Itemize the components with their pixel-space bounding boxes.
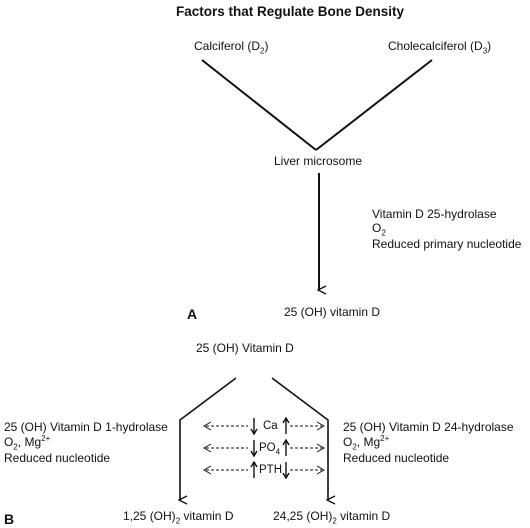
24-25-oh2-vitamin-d-label: 24,25 (OH)2 vitamin D — [273, 509, 391, 526]
liver-microsome-label: Liver microsome — [274, 154, 363, 168]
ca-right-arrowhead — [316, 421, 326, 431]
left-branch-arrow — [180, 377, 237, 500]
panel-b-label: B — [4, 511, 15, 527]
1-25-oh2-vitamin-d-label: 1,25 (OH)2 vitamin D — [123, 509, 234, 526]
cholecalciferol-connector — [315, 59, 433, 151]
left-reduced-nucleotide-label: Reduced nucleotide — [4, 451, 111, 465]
enzyme-25-hydrolase-label: Vitamin D 25-hydrolase — [372, 207, 497, 221]
right-branch-arrow — [271, 377, 328, 500]
regulator-ca-label: Ca — [263, 420, 278, 432]
pth-right-arrowhead — [316, 465, 326, 475]
regulator-pth-label: PTH — [259, 464, 282, 476]
regulator-arrows — [202, 421, 326, 475]
left-cofactors-label: O2, Mg2+ — [4, 434, 51, 452]
ca-left-arrowhead — [202, 421, 212, 431]
reduced-primary-nucleotide-label: Reduced primary nucleotide — [372, 237, 522, 251]
25-oh-vitamin-d-product-label: 25 (OH) vitamin D — [284, 305, 381, 319]
pth-left-arrowhead — [202, 465, 212, 475]
1-hydrolase-enzyme-label: 25 (OH) Vitamin D 1-hydrolase — [4, 420, 168, 434]
right-cofactors-label: O2, Mg2+ — [343, 434, 390, 452]
diagram-title: Factors that Regulate Bone Density — [176, 4, 405, 19]
25-oh-vitamin-d-source-label: 25 (OH) Vitamin D — [196, 341, 294, 355]
oxygen-label: O2 — [372, 221, 386, 238]
cholecalciferol-label: Cholecalciferol (D3) — [388, 39, 492, 56]
right-reduced-nucleotide-label: Reduced nucleotide — [343, 451, 450, 465]
calciferol-connector — [201, 59, 317, 151]
po4-left-arrowhead — [202, 443, 212, 453]
regulator-po4-label: PO4 — [259, 442, 281, 457]
panel-a-label: A — [187, 306, 198, 322]
24-hydrolase-enzyme-label: 25 (OH) Vitamin D 24-hydrolase — [343, 420, 514, 434]
po4-right-arrowhead — [316, 443, 326, 453]
calciferol-label: Calciferol (D2) — [194, 39, 269, 56]
